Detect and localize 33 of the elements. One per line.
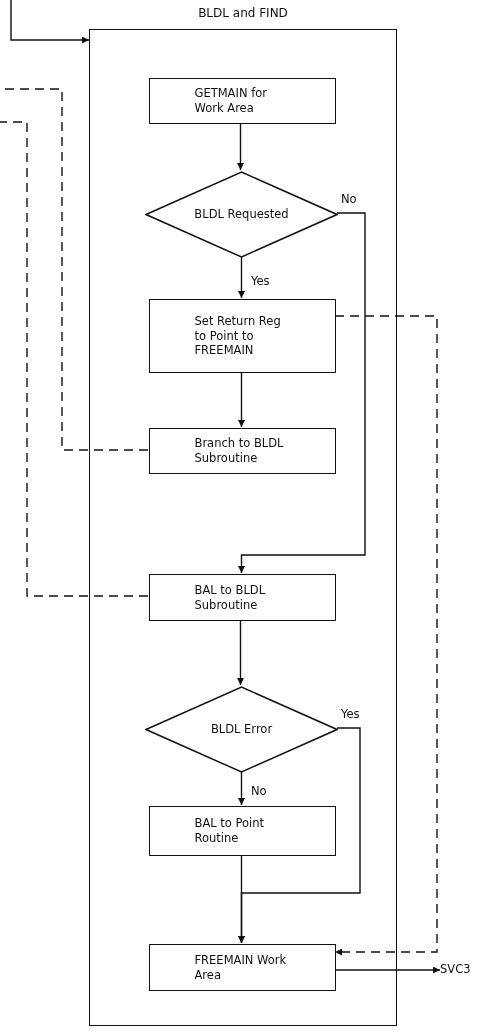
process-box [149, 806, 336, 856]
process-text: Branch to BLDL Subroutine [194, 436, 285, 466]
edge-label: No [340, 192, 358, 206]
arrow [238, 212, 366, 574]
decision-diamond [145, 171, 338, 258]
decision-diamond [145, 686, 338, 773]
process-text: FREEMAIN Work Area [194, 952, 288, 983]
edge-label: Yes [340, 707, 361, 721]
process-text: BAL to Point Routine [194, 816, 266, 846]
arrow [238, 771, 245, 806]
dashed-connector [334, 315, 438, 956]
exit-label: SVC3 [440, 962, 480, 978]
arrow [238, 256, 245, 299]
arrow [237, 619, 244, 686]
process-box [149, 78, 336, 124]
arrow [334, 966, 441, 974]
dashed-connector [0, 121, 149, 597]
process-text: BAL to BLDL Subroutine [194, 582, 267, 613]
process-text: Set Return Reg to Point to FREEMAIN [194, 313, 282, 359]
process-box [149, 944, 336, 991]
arrow [10, 0, 90, 44]
arrow [238, 854, 245, 944]
edge-label: Yes [250, 274, 271, 288]
arrow [238, 371, 245, 428]
process-text: GETMAIN for Work Area [194, 86, 268, 116]
decision-text: BLDL Error [210, 722, 273, 737]
arrow [237, 122, 244, 171]
decision-text: BLDL Requested [194, 207, 289, 222]
process-box [149, 428, 336, 474]
frame-title: BLDL and FIND [197, 6, 289, 22]
edge-label: No [250, 784, 268, 798]
process-box [149, 299, 336, 373]
process-box [149, 574, 336, 621]
